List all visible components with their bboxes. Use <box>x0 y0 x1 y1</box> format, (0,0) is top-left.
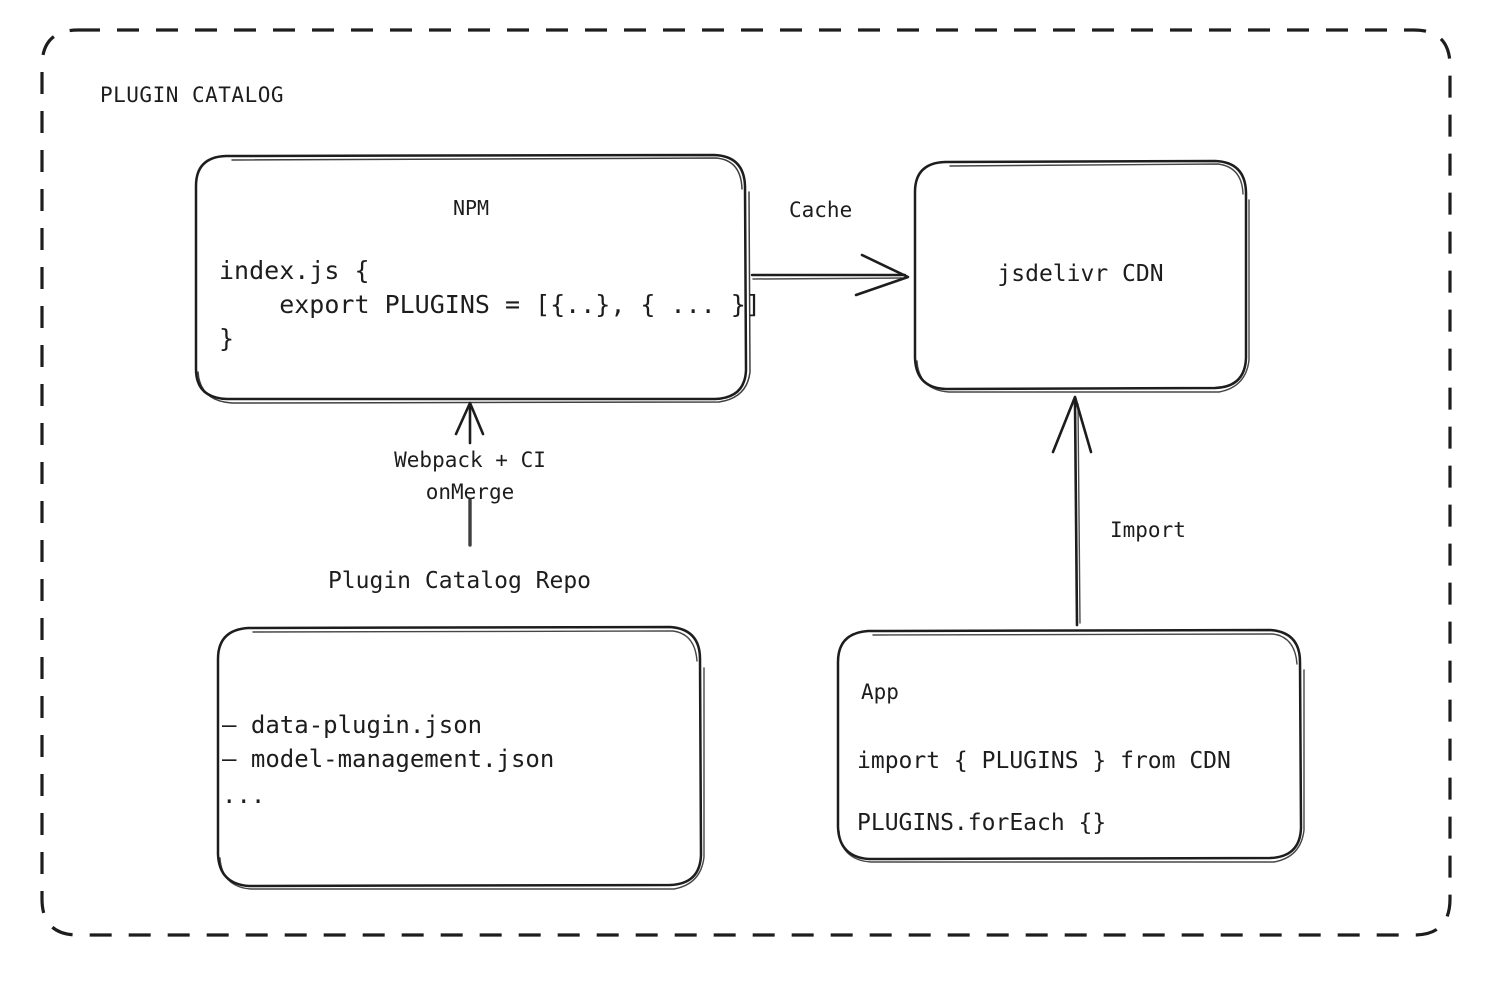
app-title: App <box>861 680 899 704</box>
edge-label-cache: Cache <box>789 198 853 222</box>
arrow-app-to-cdn <box>1051 395 1093 627</box>
edge-label-import: Import <box>1110 518 1186 542</box>
repo-list-item-3: ... <box>222 781 266 809</box>
arrow-npm-to-cdn <box>750 253 910 297</box>
npm-code-line-1: index.js { <box>219 256 370 285</box>
npm-code-line-2: export PLUGINS = [{..}, { ... }] <box>219 290 761 319</box>
edge-label-onmerge: onMerge <box>425 480 515 504</box>
repo-list-item-1: – data-plugin.json <box>222 711 483 739</box>
npm-code-line-3: } <box>219 324 235 353</box>
arrow-repo-to-npm <box>454 401 485 547</box>
edge-label-webpack-ci: Webpack + CI <box>394 448 546 472</box>
repo-list-item-2: – model-management.json <box>222 745 555 773</box>
repo-caption: Plugin Catalog Repo <box>327 568 592 594</box>
app-code-line-1: import { PLUGINS } from CDN <box>857 748 1231 774</box>
npm-title: NPM <box>452 196 490 220</box>
app-code-line-2: PLUGINS.forEach {} <box>857 810 1107 836</box>
container-title: PLUGIN CATALOG <box>100 83 285 107</box>
cdn-title: jsdelivr CDN <box>997 261 1164 287</box>
